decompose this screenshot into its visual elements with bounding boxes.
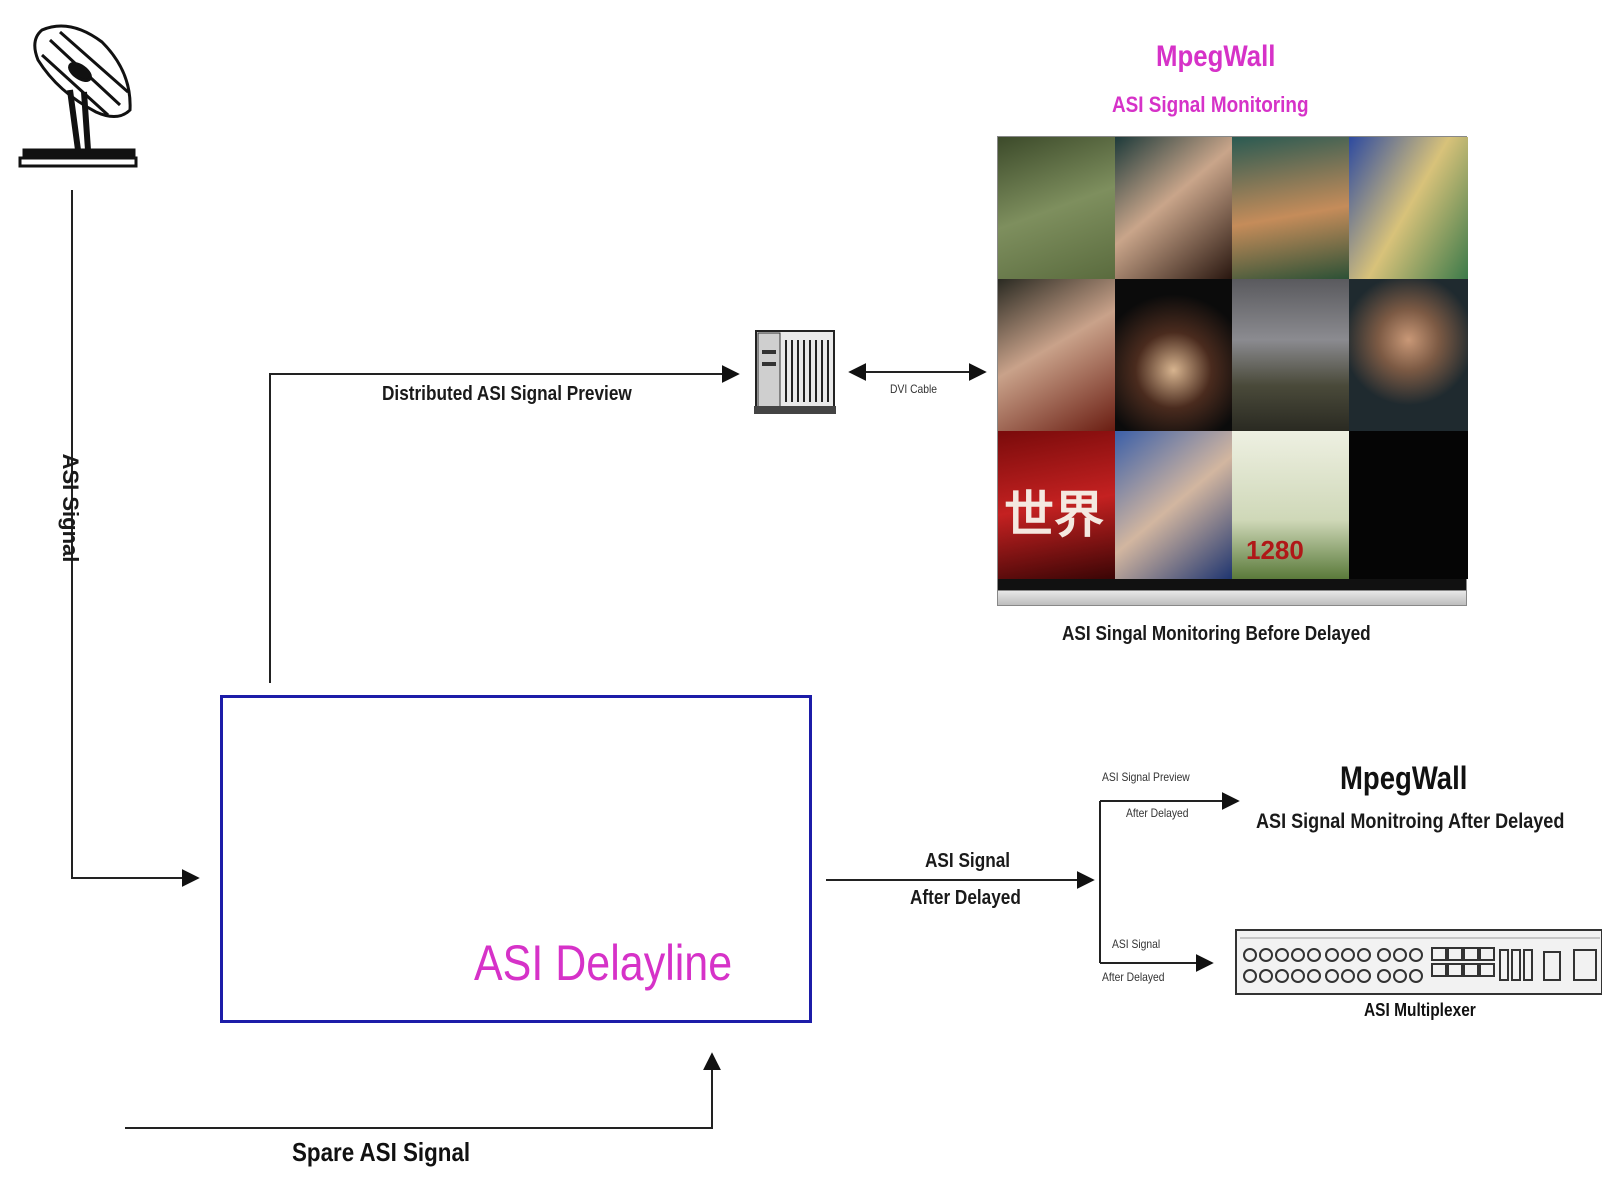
video-tile (1232, 279, 1349, 431)
video-tile (998, 137, 1115, 279)
video-wall-screen: 世界 1280 (997, 136, 1468, 606)
video-tile (1115, 279, 1232, 431)
video-tile: 1280 (1232, 431, 1349, 579)
spare-asi-signal-label: Spare ASI Signal (292, 1137, 471, 1167)
asi-signal-label: ASI Signal (58, 453, 83, 562)
delayline-title: ASI Delayline (474, 935, 733, 991)
monitoring-after-label: ASI Signal Monitroing After Delayed (1256, 810, 1565, 833)
asi-signal-small-label: ASI Signal (1112, 937, 1161, 951)
after-delayed-mid-label: After Delayed (910, 887, 1021, 909)
monitoring-before-label: ASI Singal Monitoring Before Delayed (1062, 623, 1371, 645)
delayline-frame (220, 695, 812, 1023)
video-tile-text: 世界 (1004, 486, 1104, 544)
after-delayed-small-label: After Delayed (1102, 970, 1165, 984)
mpegwall-top-title: MpegWall (1156, 40, 1276, 73)
video-tile (1349, 279, 1468, 431)
spare-signal-line (125, 1052, 721, 1129)
video-tile (998, 279, 1115, 431)
after-delayed-preview-label: After Delayed (1126, 806, 1189, 820)
video-wall-statusbar (998, 590, 1466, 605)
server-rack-icon (754, 330, 836, 414)
multiplexer-device-icon (1235, 929, 1602, 995)
video-tile (1115, 137, 1232, 279)
asi-multiplexer-label: ASI Multiplexer (1364, 1000, 1476, 1020)
video-tile-text: 1280 (1246, 535, 1304, 565)
asi-signal-preview-label: ASI Signal Preview (1102, 770, 1190, 784)
distributed-preview-label: Distributed ASI Signal Preview (382, 383, 632, 405)
video-tile (1115, 431, 1232, 579)
video-tile (1232, 137, 1349, 279)
video-tile (1349, 137, 1468, 279)
dvi-cable-label: DVI Cable (890, 382, 938, 396)
preview-line (269, 365, 740, 683)
video-tile: 世界 (998, 431, 1115, 579)
video-tile (1349, 431, 1468, 579)
asi-signal-mid-label: ASI Signal (925, 850, 1011, 872)
mpegwall-bottom-title: MpegWall (1340, 760, 1468, 796)
asi-signal-line (71, 190, 200, 887)
satellite-dish-icon (18, 24, 138, 168)
asi-signal-monitoring-subtitle: ASI Signal Monitoring (1112, 92, 1309, 117)
